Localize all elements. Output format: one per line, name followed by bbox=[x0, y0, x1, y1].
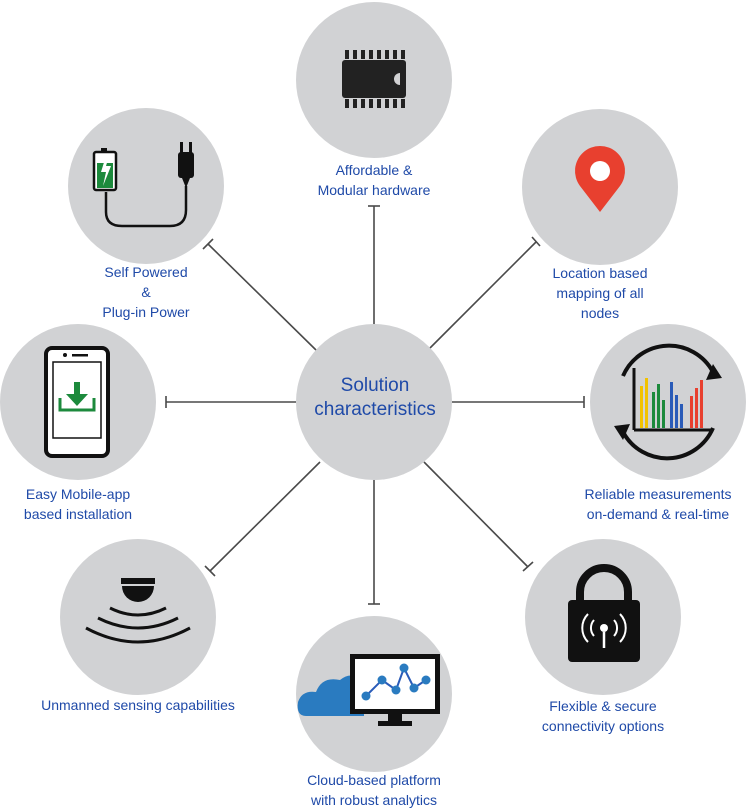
power-label: Self Powered & Plug-in Power bbox=[66, 262, 226, 322]
connectors bbox=[165, 205, 585, 605]
sensing-circle bbox=[60, 539, 216, 695]
center-circle bbox=[296, 324, 452, 480]
mobile-label-line: Easy Mobile-app bbox=[25, 486, 131, 502]
connectivity-label-line: Flexible & secure bbox=[549, 698, 657, 714]
location-label: Location based mapping of all nodes bbox=[500, 263, 700, 323]
location-label-line: mapping of all bbox=[556, 285, 644, 301]
mobile-label-line: based installation bbox=[23, 506, 133, 522]
measurements-label-line: on-demand & real-time bbox=[586, 506, 730, 522]
center-label-line1: Solution bbox=[340, 375, 410, 396]
sensing-label-line: Unmanned sensing capabilities bbox=[41, 697, 235, 713]
measurements-label: Reliable measurements on-demand & real-t… bbox=[568, 484, 748, 524]
measurements-label-line: Reliable measurements bbox=[584, 486, 732, 502]
hardware-label-line: Affordable & bbox=[335, 162, 413, 178]
map-pin-icon bbox=[575, 146, 626, 212]
chip-icon bbox=[342, 50, 406, 108]
power-label-line: & bbox=[141, 284, 151, 300]
mobile-label: Easy Mobile-app based installation bbox=[0, 484, 156, 524]
location-label-line: nodes bbox=[580, 305, 620, 321]
bar-chart-cycle-icon bbox=[614, 343, 722, 461]
cloud-label: Cloud-based platform with robust analyti… bbox=[274, 770, 474, 810]
connector-hardware bbox=[368, 205, 380, 328]
connector-measurements bbox=[452, 396, 585, 408]
power-label-line: Self Powered bbox=[104, 264, 188, 280]
connector-location bbox=[429, 236, 541, 349]
power-label-line: Plug-in Power bbox=[102, 304, 190, 320]
hardware-label-line: Modular hardware bbox=[317, 182, 431, 198]
connector-sensing bbox=[204, 461, 321, 577]
chart-bars bbox=[640, 378, 703, 428]
connectivity-label-line: connectivity options bbox=[541, 718, 665, 734]
phone-download-icon bbox=[44, 346, 110, 458]
cloud-monitor-icon bbox=[297, 654, 440, 726]
connectivity-label: Flexible & secure connectivity options bbox=[503, 696, 703, 736]
connector-connectivity bbox=[423, 461, 534, 572]
cloud-label-line: Cloud-based platform bbox=[307, 772, 441, 788]
connector-mobile bbox=[165, 396, 296, 408]
hardware-label: Affordable & Modular hardware bbox=[274, 160, 474, 200]
location-label-line: Location based bbox=[552, 265, 648, 281]
sensing-label: Unmanned sensing capabilities bbox=[18, 695, 258, 715]
center-label-line2: characteristics bbox=[314, 399, 436, 420]
power-circle bbox=[68, 108, 224, 264]
padlock-wireless-icon bbox=[568, 564, 640, 662]
battery-plug-icon bbox=[92, 142, 194, 228]
sensor-waves-icon bbox=[85, 578, 191, 644]
cloud-label-line: with robust analytics bbox=[310, 792, 438, 808]
connector-cloud bbox=[368, 480, 380, 605]
connector-power bbox=[202, 238, 317, 351]
center-label: Solution characteristics bbox=[300, 374, 450, 422]
